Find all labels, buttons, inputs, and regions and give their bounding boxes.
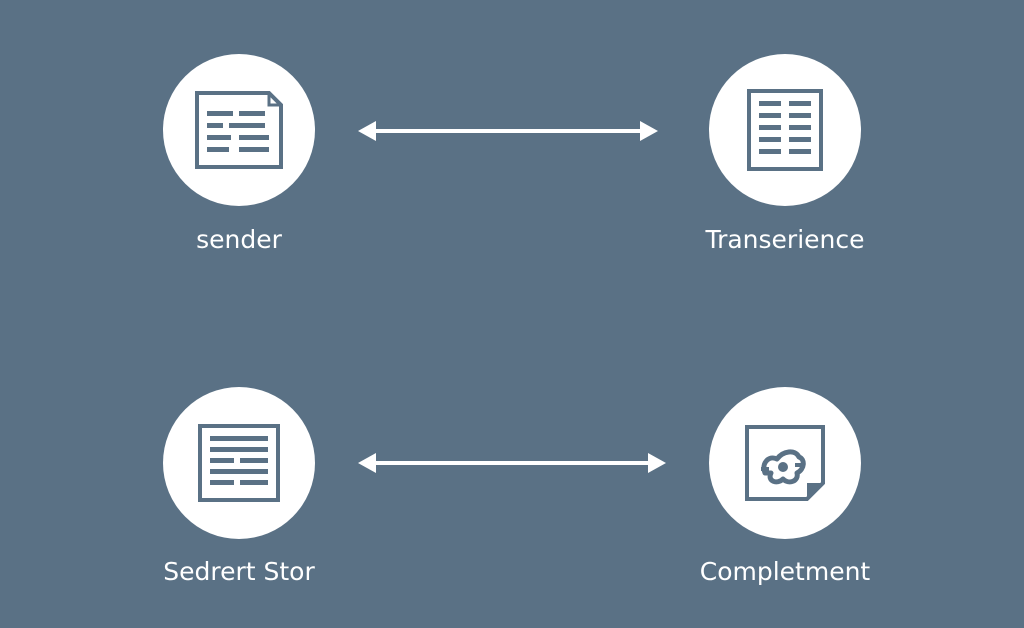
node-label-sender: sender	[196, 225, 282, 254]
bidirectional-arrow-top	[358, 121, 658, 141]
bidirectional-arrow-bottom	[358, 453, 666, 473]
table-document-icon	[747, 89, 823, 171]
document-icon	[195, 91, 283, 169]
node-completment	[709, 387, 861, 539]
node-sender	[163, 54, 315, 206]
node-sedrert-stor	[163, 387, 315, 539]
image-document-icon	[745, 425, 825, 501]
node-label-sedrert-stor: Sedrert Stor	[163, 557, 315, 586]
node-label-completment: Completment	[699, 557, 871, 586]
node-transerience	[709, 54, 861, 206]
node-label-transerience: Transerience	[705, 225, 865, 254]
text-document-icon	[198, 424, 280, 502]
